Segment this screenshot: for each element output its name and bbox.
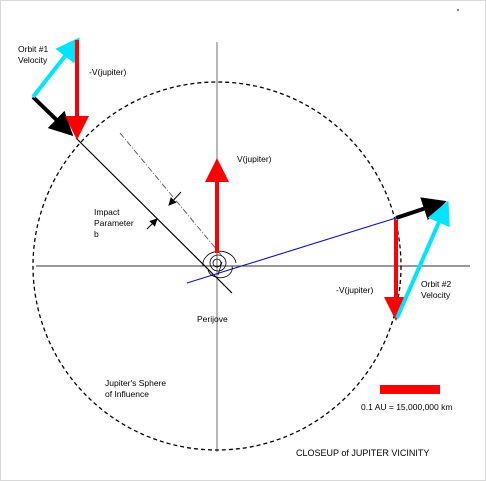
sphere-of-influence-label: Jupiter's Sphere of Influence	[105, 378, 169, 399]
orbit2-label: Orbit #2 Velocity	[421, 279, 454, 300]
corner-dot	[457, 9, 459, 11]
orbit1-velocity-arrow	[31, 37, 80, 99]
neg-vjupiter-label-right: -V(jupiter)	[336, 285, 373, 295]
scale-label: 0.1 AU = 15,000,000 km	[361, 402, 452, 412]
spiral-jupiter-icon	[202, 250, 237, 279]
scale-bar	[380, 385, 440, 394]
orbit1-relative-velocity-arrow	[31, 95, 74, 137]
orbit2-relative-velocity-arrow	[395, 197, 447, 221]
perijove-label: Perijove	[197, 314, 228, 324]
impact-parameter-arrow-lower	[146, 218, 158, 230]
orbit2-velocity-arrow	[395, 200, 450, 319]
sphere-of-influence-circle	[32, 81, 402, 451]
impact-parameter-arrow-upper	[168, 191, 182, 206]
incoming-path-line	[75, 137, 233, 294]
impact-reference-line	[119, 132, 223, 257]
neg-vjupiter-label-top: -V(jupiter)	[89, 67, 126, 77]
outgoing-path-line	[186, 217, 397, 284]
diagram-caption: CLOSEUP of JUPITER VICINITY	[296, 448, 429, 458]
vjupiter-label: V(jupiter)	[237, 154, 272, 164]
impact-parameter-label: Impact Parameter b	[94, 207, 136, 239]
orbit1-label: Orbit #1 Velocity	[18, 44, 51, 65]
